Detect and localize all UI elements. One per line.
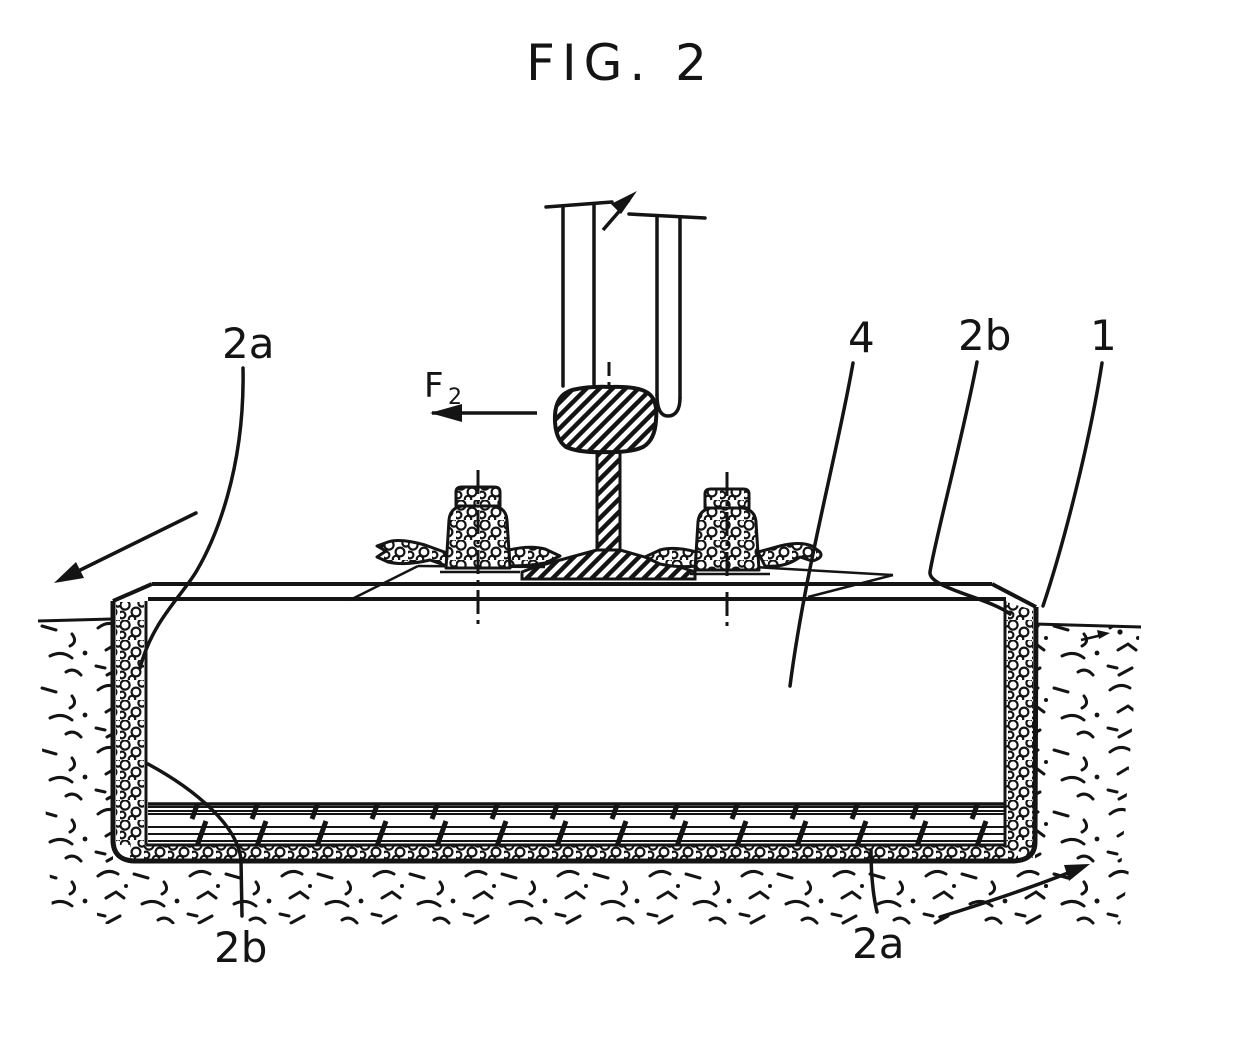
force-label: F (424, 366, 444, 406)
rail-cross-section (520, 362, 697, 581)
left-direction-arrow-icon (54, 511, 198, 583)
grid-mat-layer (148, 804, 1004, 845)
right-wall-liner (1006, 602, 1033, 858)
figure-title: FIG. 2 (526, 34, 714, 92)
leader-2b-bottom-left (146, 762, 244, 918)
right-clip-arm (756, 542, 823, 568)
right-bolt-cap (703, 487, 751, 510)
slab-body (113, 584, 1036, 861)
left-bolt-cap (454, 485, 502, 508)
leader-1 (1041, 361, 1104, 608)
label-1: 1 (1090, 311, 1117, 360)
wheel-outline (544, 200, 707, 418)
trough-slab (110, 582, 1039, 864)
wheel-direction-arrow-icon (601, 191, 637, 232)
leader-4 (788, 361, 855, 688)
right-bolt-head (693, 506, 761, 572)
label-2a-bottom-right: 2a (852, 919, 904, 968)
force-label-subscript: 2 (448, 385, 462, 410)
label-4: 4 (848, 313, 875, 362)
left-clip-inner-arm (507, 545, 562, 568)
left-bolt-head (444, 504, 512, 570)
leader-2a-bottom-right (869, 848, 879, 914)
right-direction-arrow-icon (938, 864, 1090, 919)
ballast-arrow-icon (1080, 629, 1123, 642)
ground-lines (37, 617, 1142, 629)
left-rail-fastening (375, 470, 562, 624)
label-2b-top-right: 2b (958, 311, 1011, 360)
leader-lines (138, 360, 1104, 918)
wheel-flange-tip (655, 393, 682, 418)
rail-web (595, 450, 622, 552)
label-2a-top-left: 2a (222, 319, 274, 368)
label-2b-bottom-left: 2b (214, 923, 267, 972)
leader-2b-top-right (928, 360, 1012, 616)
rail-head (552, 384, 659, 455)
right-clip-inner-arm (643, 546, 699, 569)
leader-2a-top-left (138, 366, 245, 670)
left-wall-liner (116, 602, 144, 845)
right-rail-fastening (643, 472, 823, 628)
rail-foot (520, 548, 697, 581)
left-clip-arm (375, 539, 449, 568)
force-arrow-icon (430, 404, 537, 422)
